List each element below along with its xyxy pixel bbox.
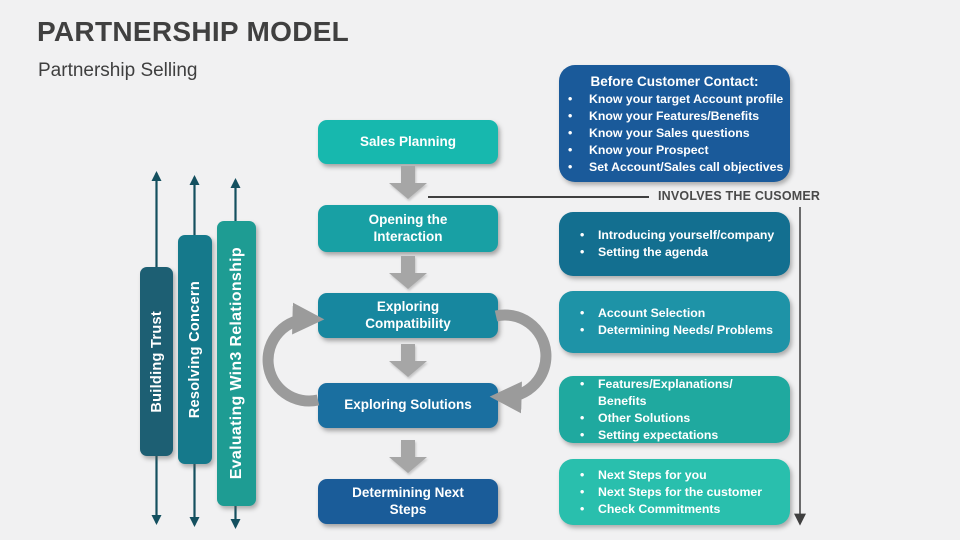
page-title: PARTNERSHIP MODEL xyxy=(37,16,350,47)
info-box-determining-next-steps: Next Steps for you Next Steps for the cu… xyxy=(559,459,790,525)
involves-scope-arrow xyxy=(794,207,806,526)
flow-step-exploring-solutions: Exploring Solutions xyxy=(318,383,498,428)
bullet-item: Set Account/Sales call objectives xyxy=(559,159,784,176)
flow-step-sales-planning: Sales Planning xyxy=(318,120,498,164)
bullet-item: Know your target Account profile xyxy=(559,91,784,108)
bullet-item: Introducing yourself/company xyxy=(559,227,784,244)
bullet-item: Determining Needs/ Problems xyxy=(559,322,784,339)
bullet-list: Next Steps for you Next Steps for the cu… xyxy=(559,467,790,518)
bullet-item: Know your Features/Benefits xyxy=(559,108,784,125)
flow-step-exploring-compatibility: Exploring Compatibility xyxy=(318,293,498,338)
page-subtitle: Partnership Selling xyxy=(38,60,198,81)
down-arrow-icon xyxy=(389,166,427,199)
flow-step-label: Sales Planning xyxy=(359,133,457,149)
involves-connector-line xyxy=(428,196,649,198)
bullet-item: Check Commitments xyxy=(559,501,784,518)
bullet-item: Setting expectations xyxy=(559,427,784,444)
pillar-resolving-concern: Resolving Concern xyxy=(178,235,212,464)
bullet-item: Know your Sales questions xyxy=(559,125,784,142)
info-box-before-customer-contact: Before Customer Contact: Know your targe… xyxy=(559,65,790,182)
bullet-list: Account Selection Determining Needs/ Pro… xyxy=(559,305,790,339)
info-box-exploring-solutions: Features/Explanations/ Benefits Other So… xyxy=(559,376,790,444)
flow-step-opening-the-interaction: Opening the Interaction xyxy=(318,205,498,252)
flow-step-determining-next-steps: Determining Next Steps xyxy=(318,479,498,524)
pillar-label: Building Trust xyxy=(148,310,165,413)
down-arrow-icon xyxy=(389,440,427,473)
bullet-item: Features/Explanations/ Benefits xyxy=(559,376,784,410)
flow-step-label: Exploring Solutions xyxy=(344,397,472,413)
bullet-list: Features/Explanations/ Benefits Other So… xyxy=(559,376,790,444)
info-box-opening-the-interaction: Introducing yourself/company Setting the… xyxy=(559,212,790,276)
involves-label: INVOLVES THE CUSOMER xyxy=(658,189,821,203)
bullet-list: Introducing yourself/company Setting the… xyxy=(559,227,790,261)
loop-up-arrow-icon xyxy=(262,302,325,407)
flow-step-label: Opening the Interaction xyxy=(368,211,448,244)
bullet-item: Account Selection xyxy=(559,305,784,322)
down-arrow-icon xyxy=(389,256,427,289)
bullet-item: Know your Prospect xyxy=(559,142,784,159)
flow-step-label: Exploring Compatibility xyxy=(365,298,451,331)
info-box-title: Before Customer Contact: xyxy=(590,73,759,89)
bullet-item: Setting the agenda xyxy=(559,244,784,261)
info-box-exploring-compatibility: Account Selection Determining Needs/ Pro… xyxy=(559,291,790,353)
pillar-evaluating-win3-relationship: Evaluating Win3 Relationship xyxy=(217,221,256,506)
pillar-label: Resolving Concern xyxy=(187,280,203,419)
down-arrow-icon xyxy=(389,344,427,377)
flow-step-label: Determining Next Steps xyxy=(352,484,464,517)
bullet-list: Know your target Account profile Know yo… xyxy=(559,91,790,176)
bullet-item: Next Steps for the customer xyxy=(559,484,784,501)
pillar-label: Evaluating Win3 Relationship xyxy=(227,247,245,480)
pillar-building-trust: Building Trust xyxy=(140,267,173,456)
loop-down-arrow-icon xyxy=(489,309,552,414)
bullet-item: Other Solutions xyxy=(559,410,784,427)
bullet-item: Next Steps for you xyxy=(559,467,784,484)
